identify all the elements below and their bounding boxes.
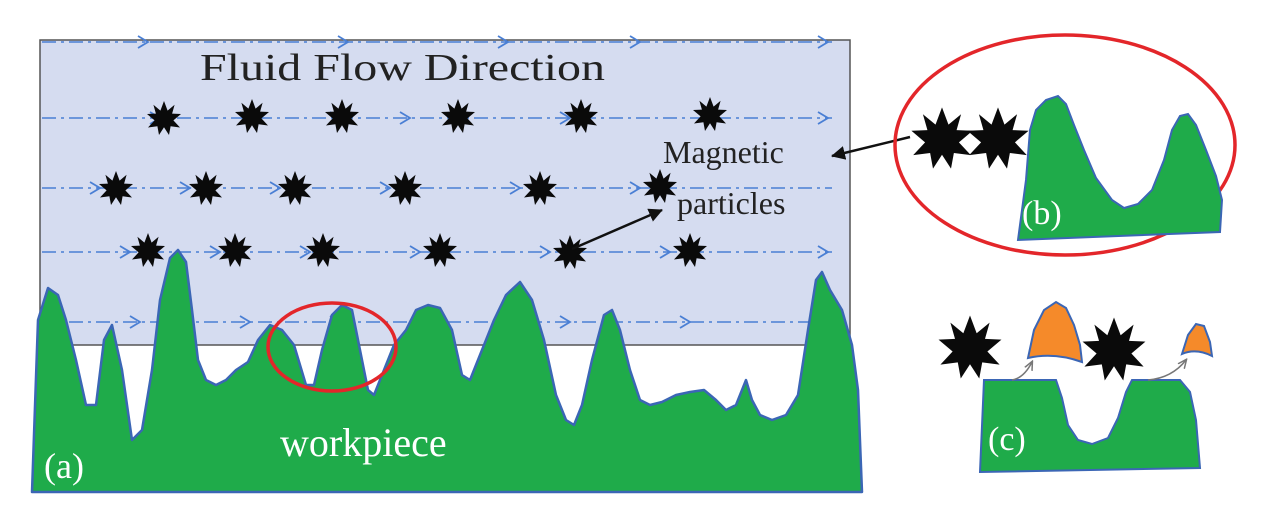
- workpiece-label: workpiece: [280, 420, 447, 465]
- arrow-right-icon: [179, 181, 192, 195]
- particles-label-line1: Magnetic: [663, 134, 784, 170]
- arrow-right-icon: [559, 111, 572, 125]
- workpiece-surface: [30, 248, 864, 494]
- spiky-particle-icon: [967, 107, 1029, 169]
- zoomed-particles: [911, 107, 1029, 169]
- flow-direction-title: Fluid Flow Direction: [200, 47, 605, 89]
- chip-trajectory-arrow: [1011, 362, 1032, 381]
- arrow-right-icon: [269, 181, 282, 195]
- arrow-right-icon: [817, 245, 830, 259]
- arrow-right-icon: [89, 181, 102, 195]
- arrow-right-icon: [119, 245, 132, 259]
- arrow-right-icon: [239, 315, 252, 329]
- arrow-right-icon: [659, 245, 672, 259]
- chip-trajectories: [1011, 360, 1186, 381]
- chip-trajectory-arrow: [1147, 360, 1186, 381]
- panel-b-label: (b): [1022, 195, 1062, 232]
- arrow-right-icon: [559, 315, 572, 329]
- abraded-surface: [978, 379, 1202, 474]
- arrow-right-icon: [137, 35, 150, 49]
- highlight-circle: [266, 301, 398, 393]
- arrow-right-icon: [497, 35, 510, 49]
- arrow-right-icon: [509, 181, 522, 195]
- panel-a-label: (a): [44, 446, 84, 486]
- arrow-right-icon: [399, 111, 412, 125]
- arrow-right-icon: [539, 245, 552, 259]
- particle-pointer-arrow: [571, 208, 663, 251]
- spiky-particle-icon: [938, 315, 1002, 379]
- arrow-right-icon: [817, 35, 830, 49]
- arrow-right-icon: [679, 315, 692, 329]
- panel-c-label: (c): [988, 421, 1026, 458]
- particles-label-line2: particles: [677, 185, 785, 221]
- arrow-right-icon: [817, 111, 830, 125]
- arrow-right-icon: [209, 245, 222, 259]
- removed-chip-right: [1180, 322, 1214, 358]
- arrow-right-icon: [337, 35, 350, 49]
- arrow-right-icon: [129, 315, 142, 329]
- arrow-right-icon: [629, 181, 642, 195]
- arrow-right-icon: [299, 245, 312, 259]
- zoomed-surface: [1016, 94, 1224, 242]
- arrow-right-icon: [379, 181, 392, 195]
- spiky-particle-icon: [1082, 317, 1146, 381]
- arrow-right-icon: [409, 245, 422, 259]
- zoom-circle: [893, 33, 1237, 257]
- spiky-particle-icon: [911, 107, 973, 169]
- zoom-pointer-arrow: [831, 135, 911, 160]
- removed-chip-left: [1026, 300, 1084, 364]
- arrow-right-icon: [629, 35, 642, 49]
